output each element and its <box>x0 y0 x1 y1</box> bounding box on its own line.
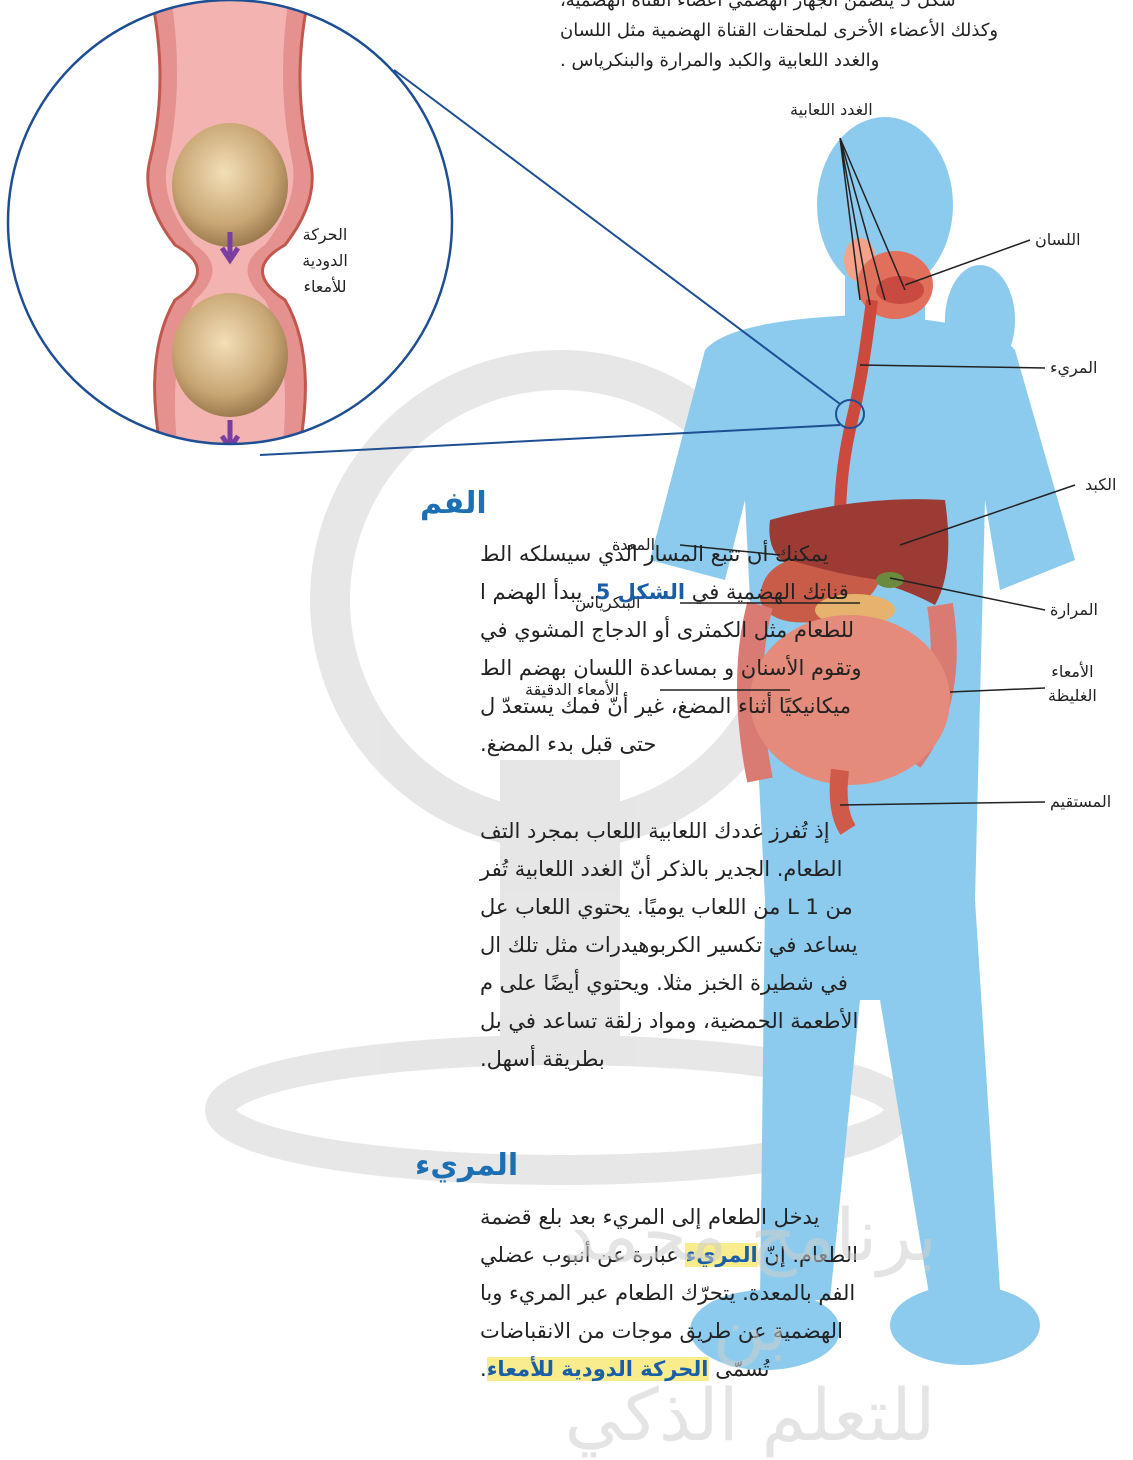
heading-mouth: الفم <box>420 486 487 521</box>
mouth-line-2-tail: . يبدأ الهضم ا <box>480 580 596 604</box>
saliva-line-2: الطعام. الجدير بالذكر أنّ الغدد اللعابية… <box>480 850 1120 888</box>
heading-esophagus: المريء <box>415 1148 518 1183</box>
watermark-text: برنامج محمد بن للتعلم الذكي <box>540 1190 960 1460</box>
label-liver: الكبد <box>1085 475 1116 494</box>
esophagus-line-5-post: . <box>480 1357 487 1381</box>
mouth-line-3: للطعام مثل الكمثرى أو الدجاج المشوي في <box>480 611 1120 649</box>
mouth-paragraph-2: إذ تُفرز غددك اللعابية اللعاب بمجرد التف… <box>480 812 1120 1078</box>
watermark-line-1: برنامج محمد بن <box>540 1190 960 1370</box>
saliva-line-7: بطريقة أسهل. <box>480 1040 1120 1078</box>
mouth-line-1: يمكنك أن تتبع المسار الذي سيسلكه الط <box>480 535 1120 573</box>
caption-line-3: والغدد اللعابية والكبد والمرارة والبنكري… <box>560 46 1120 76</box>
figure-caption: شكل 5 يتضمن الجهاز الهضمي أعضاء القناة ا… <box>560 0 1120 76</box>
label-tongue: اللسان <box>1035 230 1081 249</box>
watermark-line-2: للتعلم الذكي <box>540 1370 960 1460</box>
saliva-line-4: يساعد في تكسير الكربوهيدرات مثل تلك ال <box>480 926 1120 964</box>
mouth-line-2: قناتك الهضمية في الشكل 5. يبدأ الهضم ا <box>480 573 1120 611</box>
saliva-line-1: إذ تُفرز غددك اللعابية اللعاب بمجرد التف <box>480 812 1120 850</box>
label-peristalsis-line-3: للأمعاء <box>275 274 375 300</box>
mouth-line-5: ميكانيكيًا أثناء المضغ، غير أنّ فمك يستع… <box>480 687 1120 725</box>
label-esophagus: المريء <box>1050 358 1097 377</box>
label-peristalsis-line-2: الدودية <box>275 248 375 274</box>
label-peristalsis: الحركة الدودية للأمعاء <box>275 222 375 300</box>
figure-reference: الشكل 5 <box>596 580 685 604</box>
label-salivary-glands: الغدد اللعابية <box>790 100 873 119</box>
mouth-line-4: وتقوم الأسنان و بمساعدة اللسان بهضم الط <box>480 649 1120 687</box>
mouth-line-6: حتى قبل بدء المضغ. <box>480 725 1120 763</box>
label-rectum: المستقيم <box>1050 792 1111 811</box>
caption-line-2: وكذلك الأعضاء الأخرى لملحقات القناة الهض… <box>560 16 1120 46</box>
caption-line-1: شكل 5 يتضمن الجهاز الهضمي أعضاء القناة ا… <box>560 0 1120 16</box>
saliva-line-5: في شطيرة الخبز مثلا. ويحتوي أيضًا على م <box>480 964 1120 1002</box>
mouth-line-2-text: قناتك الهضمية في <box>692 580 849 604</box>
saliva-line-3: من L 1 من اللعاب يوميًا. يحتوي اللعاب عل <box>480 888 1120 926</box>
mouth-paragraph-1: يمكنك أن تتبع المسار الذي سيسلكه الط قنا… <box>480 535 1120 763</box>
zoom-line-top <box>394 70 840 404</box>
label-peristalsis-line-1: الحركة <box>275 222 375 248</box>
saliva-line-6: الأطعمة الحمضية، ومواد زلقة تساعد في بل <box>480 1002 1120 1040</box>
